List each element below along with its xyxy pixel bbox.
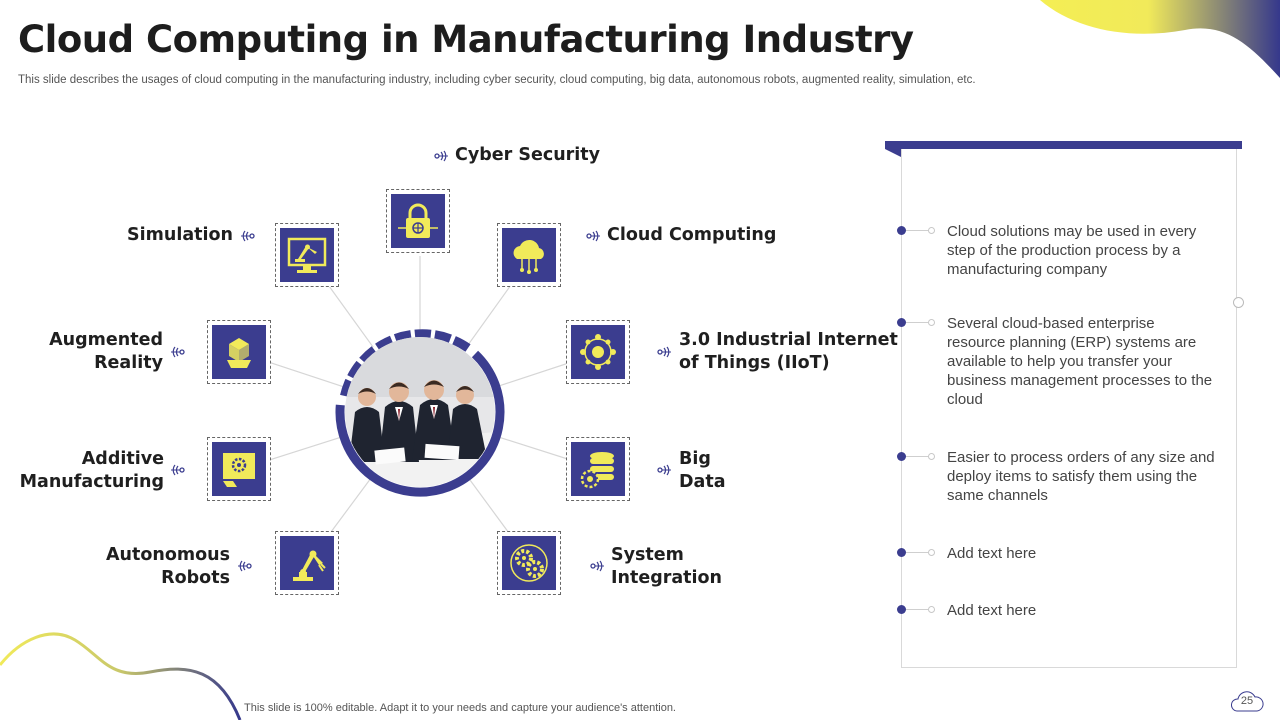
label-autonomous-robots: Autonomous Robots xyxy=(90,544,230,590)
robot-arm-icon xyxy=(293,550,326,581)
label-line: Manufacturing xyxy=(19,472,164,492)
tile-autonomous-robots xyxy=(275,531,339,595)
bullet-text: Add text here xyxy=(947,545,1037,562)
tile-cyber-security xyxy=(386,189,450,253)
signal-icon xyxy=(590,560,604,572)
bullet-dot xyxy=(897,605,906,614)
bullet-line xyxy=(906,456,928,457)
label-simulation: Simulation xyxy=(90,224,233,247)
tile-simulation xyxy=(275,223,339,287)
bullet-dot xyxy=(897,226,906,235)
label-line: Data xyxy=(679,472,726,492)
tile-cloud-computing xyxy=(497,223,561,287)
label-line: of Things (IIoT) xyxy=(679,353,830,373)
bullet-text: Add text here xyxy=(947,602,1037,619)
label-line: Cloud Computing xyxy=(607,225,777,245)
label-augmented-reality: Augmented Reality xyxy=(24,329,163,375)
bullet-dot xyxy=(897,452,906,461)
panel-header-tick xyxy=(885,149,901,157)
tile-additive-manufacturing xyxy=(207,437,271,501)
page-number: 25 xyxy=(1240,695,1254,707)
bullet-line xyxy=(906,322,928,323)
tile-system-integration xyxy=(497,531,561,595)
database-gear-icon xyxy=(580,452,614,489)
label-line: Simulation xyxy=(127,225,233,245)
cloud-icon xyxy=(1231,691,1264,712)
label-line: Robots xyxy=(161,568,230,588)
signal-icon xyxy=(586,230,600,242)
footer-note: This slide is 100% editable. Adapt it to… xyxy=(244,702,676,714)
bullet-small-dot xyxy=(928,319,935,326)
bullet-dot xyxy=(897,318,906,327)
bullet-small-dot xyxy=(928,606,935,613)
monitor-robot-icon xyxy=(287,237,327,273)
tile-big-data xyxy=(566,437,630,501)
label-line: 3.0 Industrial Internet xyxy=(679,330,898,350)
panel-header-bar xyxy=(885,141,1242,149)
label-line: Augmented xyxy=(49,330,163,350)
label-iiot: 3.0 Industrial Internet of Things (IIoT) xyxy=(679,329,898,375)
signal-icon xyxy=(238,560,252,572)
label-line: Cyber Security xyxy=(455,145,601,165)
label-line: Big xyxy=(679,449,711,469)
tile-iiot xyxy=(566,320,630,384)
label-line: System xyxy=(611,545,684,565)
signal-icon xyxy=(434,150,448,162)
iot-network-icon xyxy=(580,334,616,370)
bullet-line xyxy=(906,230,928,231)
label-line: Autonomous xyxy=(105,545,230,565)
lock-icon xyxy=(398,203,438,238)
signal-icon xyxy=(657,464,671,476)
bullet-text: Several cloud-based enterprise resource … xyxy=(947,315,1213,408)
bullet-small-dot xyxy=(928,549,935,556)
slide-title: Cloud Computing in Manufacturing Industr… xyxy=(18,18,914,61)
ar-headset-icon xyxy=(227,338,251,368)
slide-subtitle: This slide describes the usages of cloud… xyxy=(18,74,976,86)
bullet-line xyxy=(906,609,928,610)
signal-icon xyxy=(241,230,255,242)
cloud-network-icon xyxy=(513,239,544,274)
label-additive-manufacturing: Additive Manufacturing xyxy=(14,448,164,494)
gears-icon xyxy=(510,544,548,582)
label-cloud-computing: Cloud Computing xyxy=(607,224,776,247)
bullet-small-dot xyxy=(928,453,935,460)
bullet-text: Cloud solutions may be used in every ste… xyxy=(947,223,1197,278)
business-meeting-photo xyxy=(345,337,495,487)
signal-icon xyxy=(657,346,671,358)
label-line: Reality xyxy=(94,353,163,373)
signal-icon xyxy=(171,346,185,358)
3d-print-icon xyxy=(223,453,255,487)
label-cyber-security: Cyber Security xyxy=(455,144,600,167)
bullet-text: Easier to process orders of any size and… xyxy=(947,449,1215,504)
bullet-small-dot xyxy=(928,227,935,234)
info-panel xyxy=(901,149,1237,668)
signal-icon xyxy=(171,464,185,476)
label-big-data: Big Data xyxy=(679,448,726,494)
label-line: Additive xyxy=(81,449,164,469)
tile-augmented-reality xyxy=(207,320,271,384)
bullet-dot xyxy=(897,548,906,557)
bullet-line xyxy=(906,552,928,553)
footer-note-wrap: This slide is 100% editable. Adapt it to… xyxy=(0,702,1280,714)
label-system-integration: System Integration xyxy=(611,544,722,590)
label-line: Integration xyxy=(611,568,723,588)
panel-connector-dot xyxy=(1233,297,1244,308)
